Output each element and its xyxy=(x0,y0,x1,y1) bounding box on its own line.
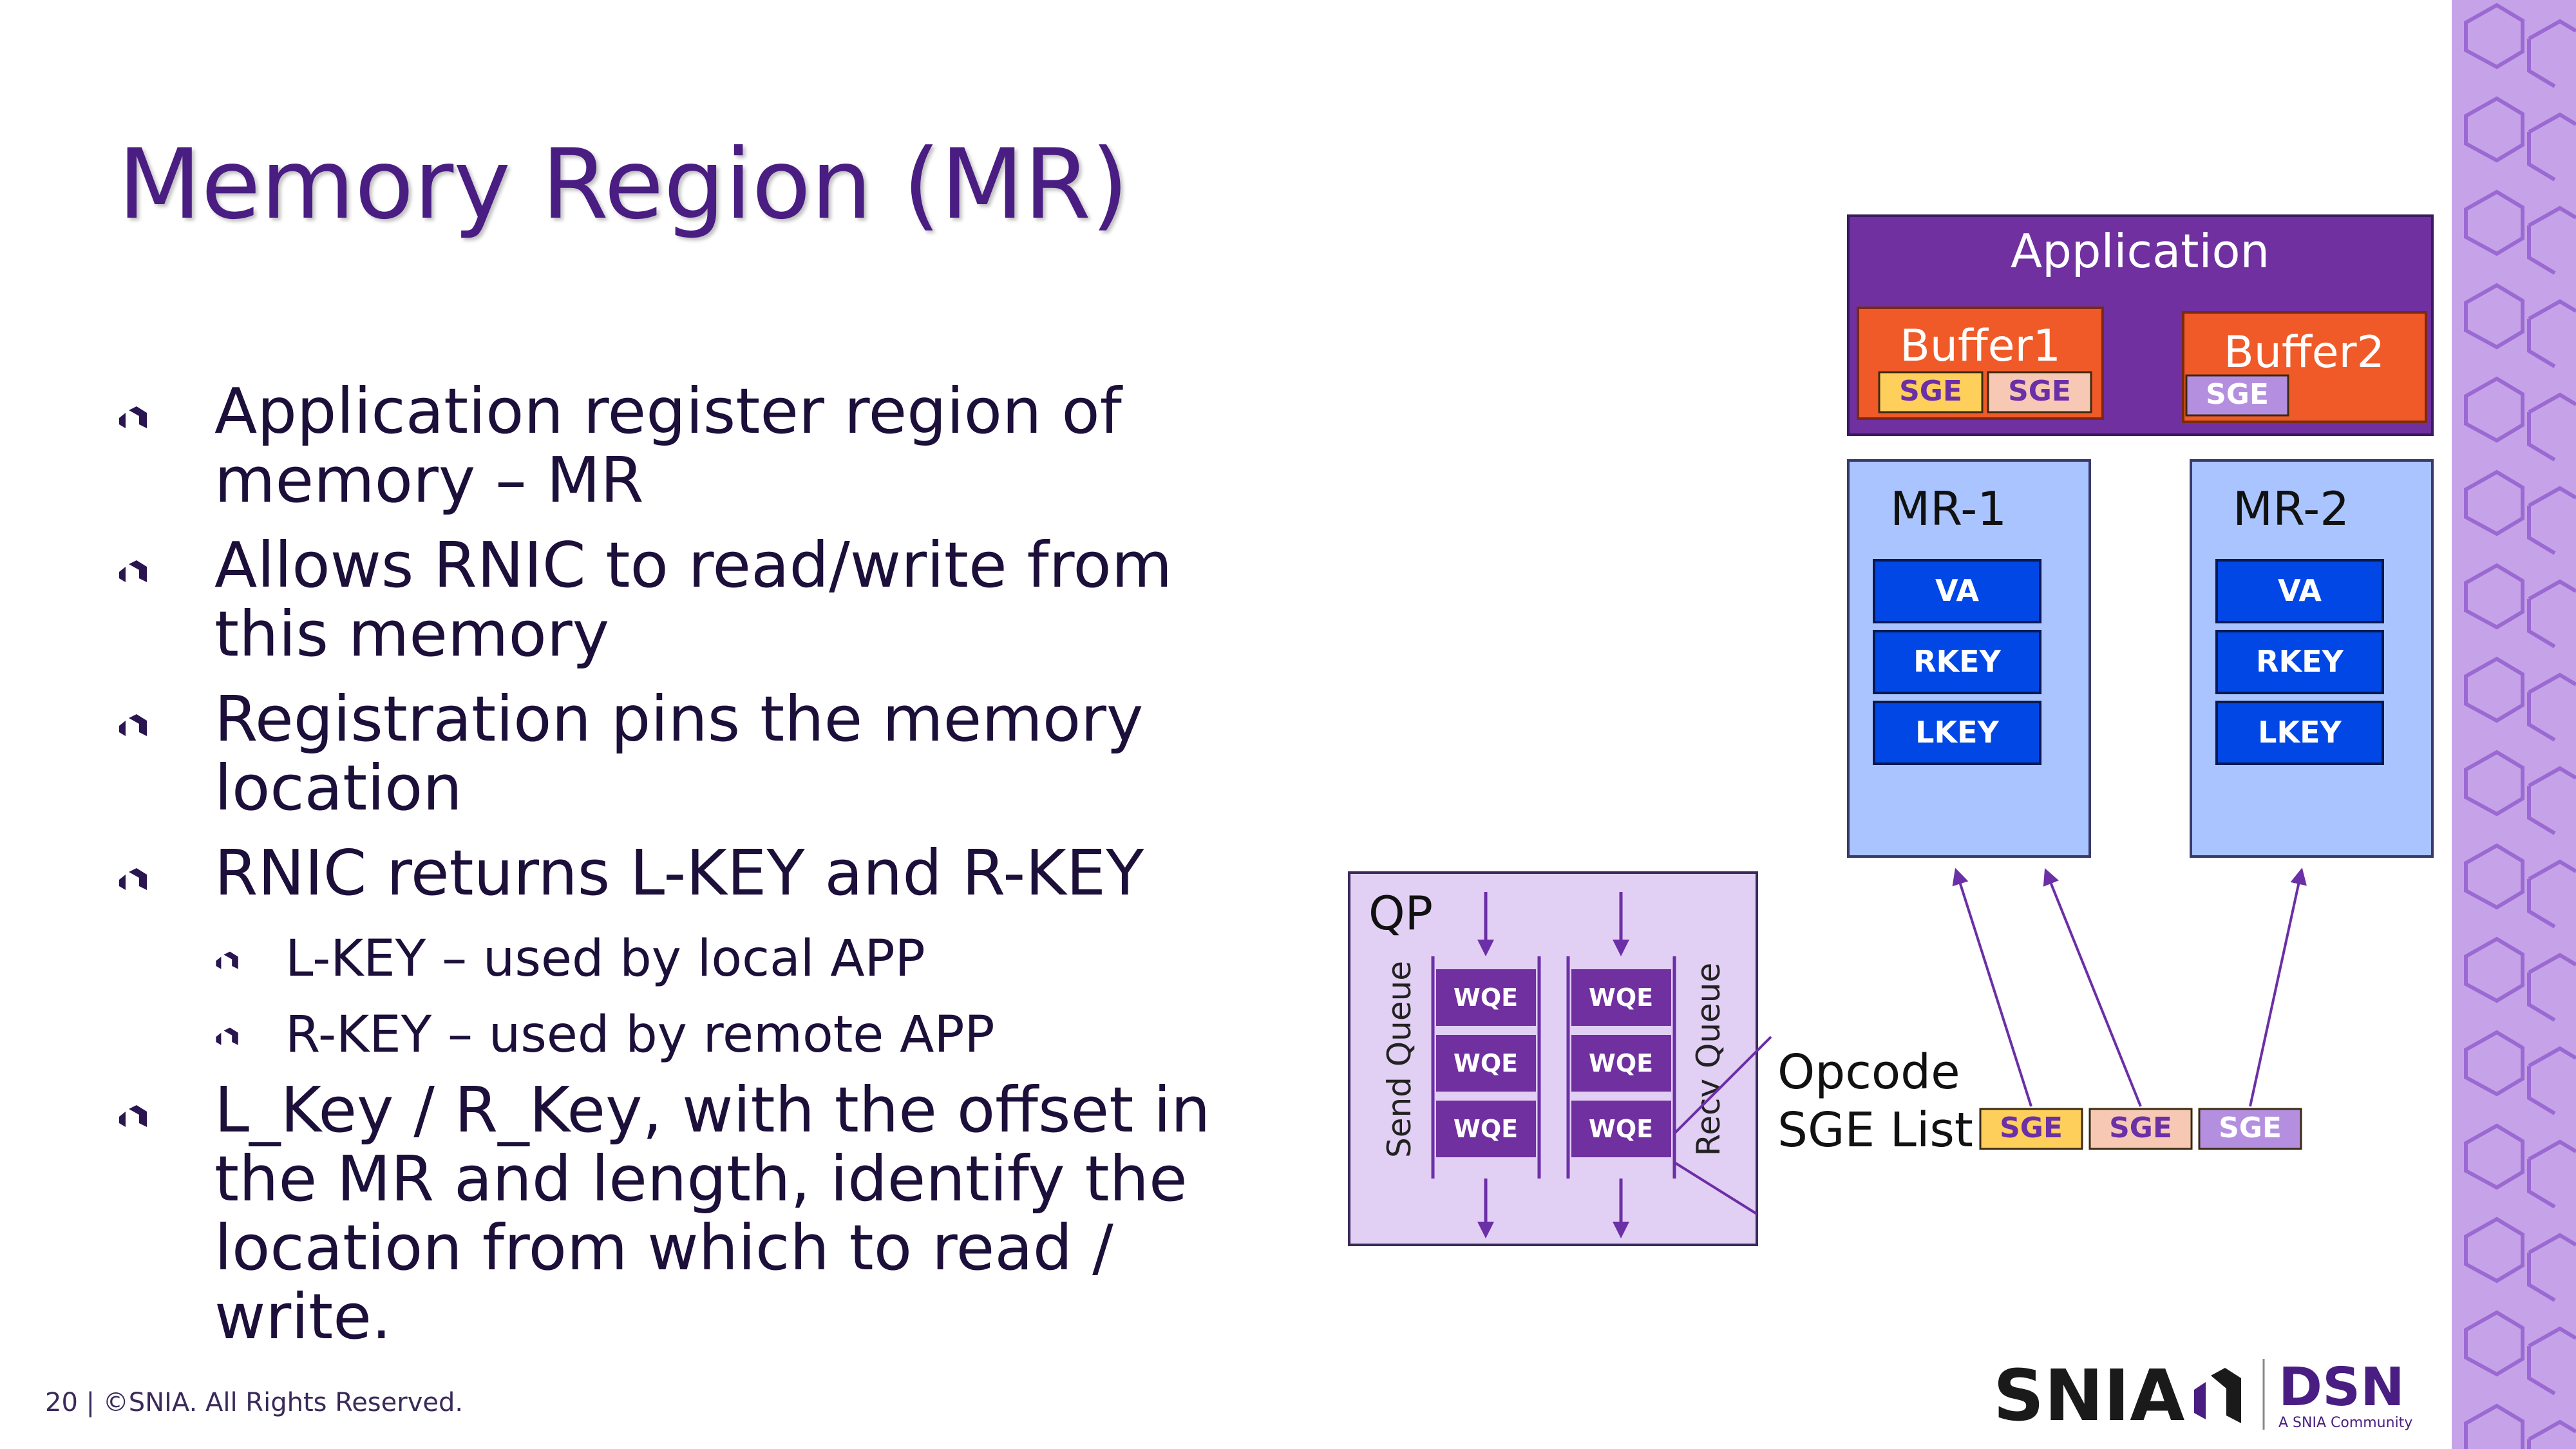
bullet-list: Application register region of memory – … xyxy=(116,377,1288,1367)
recv-queue-label: Recv Queue xyxy=(1690,963,1727,1157)
arrow xyxy=(2249,867,2307,1107)
sge-to-mr-arrows xyxy=(1952,867,2307,1107)
bullet-text: Registration pins the memory location xyxy=(214,683,1144,824)
bullet-item: Allows RNIC to read/write from this memo… xyxy=(116,531,1288,668)
wqe-label: WQE xyxy=(1589,983,1653,1012)
sge-box xyxy=(2088,1108,2193,1150)
sge-box xyxy=(2198,1108,2302,1150)
bullet-text: Application register region of memory – … xyxy=(214,375,1122,516)
footer-copyright: 20 | ©SNIA. All Rights Reserved. xyxy=(45,1388,464,1417)
mr-2-box: MR-2 VA RKEY LKEY xyxy=(2190,459,2434,858)
mr-label: MR-2 xyxy=(2233,482,2349,536)
bullet-marker-icon xyxy=(119,560,147,582)
mr-field-label: RKEY xyxy=(2256,644,2344,679)
bullet-text: L-KEY – used by local APP xyxy=(285,930,925,988)
bullet-item: Registration pins the memory location xyxy=(116,685,1288,822)
snia-wordmark: SNIA xyxy=(1993,1354,2184,1436)
qp-label: QP xyxy=(1368,886,1433,940)
bullet-item: Application register region of memory – … xyxy=(116,377,1288,515)
snia-dsn-logo: SNIA DSN A SNIA Community xyxy=(1993,1354,2412,1436)
sge-label: SGE xyxy=(1899,375,1962,408)
decorative-stripe xyxy=(2452,0,2576,1449)
mr-field-rkey xyxy=(2215,630,2384,694)
sge-box xyxy=(1878,371,1984,413)
mr-field-rkey xyxy=(1873,630,2041,694)
wqe-box xyxy=(1571,1101,1671,1157)
mr-field-label: VA xyxy=(2278,573,2322,608)
slide-title: Memory Region (MR) xyxy=(118,129,1129,241)
sge-box xyxy=(2185,374,2289,417)
sge-label: SGE xyxy=(2219,1112,2282,1144)
send-queue: WQE WQE WQE xyxy=(1431,892,1541,1238)
bullet-marker-icon xyxy=(119,714,147,736)
bullet-text: R-KEY – used by remote APP xyxy=(285,1006,995,1064)
wqe-box xyxy=(1436,969,1536,1026)
wqe-label: WQE xyxy=(1454,983,1518,1012)
wqe-box xyxy=(1571,969,1671,1026)
dsn-subtitle: A SNIA Community xyxy=(2278,1415,2412,1431)
sge-label: SGE xyxy=(2008,375,2071,408)
wqe-connector xyxy=(1673,1161,1758,1215)
mr-field-lkey xyxy=(1873,701,2041,765)
mr-1-box: MR-1 VA RKEY LKEY xyxy=(1847,459,2091,858)
mr-field-label: LKEY xyxy=(1915,715,1999,750)
bullet-text: RNIC returns L-KEY and R-KEY xyxy=(214,837,1144,909)
sub-bullet-item: L-KEY – used by local APP xyxy=(116,923,1288,994)
send-queue-label: Send Queue xyxy=(1381,961,1418,1158)
bullet-text: L_Key / R_Key, with the offset in the MR… xyxy=(214,1074,1211,1353)
mr-label: MR-1 xyxy=(1890,482,2007,536)
sge-box xyxy=(1979,1108,2083,1150)
mr-field-label: RKEY xyxy=(1913,644,2001,679)
wqe-label: WQE xyxy=(1454,1049,1518,1077)
qp-box: QP Send Queue Recv Queue WQE WQE WQE WQE… xyxy=(1348,871,1772,1246)
buffer-2: Buffer2 SGE xyxy=(2182,311,2427,423)
bullet-marker-icon xyxy=(119,868,147,890)
wqe-box xyxy=(1436,1035,1536,1092)
mr-field-label: LKEY xyxy=(2258,715,2342,750)
sge-label: SGE xyxy=(2109,1112,2172,1144)
wqe-box xyxy=(1571,1035,1671,1092)
wqe-label: WQE xyxy=(1589,1049,1653,1077)
application-label: Application xyxy=(2011,224,2269,278)
wqe-label: WQE xyxy=(1454,1115,1518,1143)
bullet-marker-icon xyxy=(216,951,238,969)
arrow xyxy=(2043,867,2142,1107)
sge-box xyxy=(1987,371,2092,413)
sge-label: SGE xyxy=(2000,1112,2063,1144)
mr-field-va xyxy=(2215,559,2384,623)
bullet-marker-icon xyxy=(216,1027,238,1045)
buffer-1: Buffer1 SGE SGE xyxy=(1857,307,2104,420)
bullet-marker-icon xyxy=(119,406,147,428)
wqe-label: WQE xyxy=(1589,1115,1653,1143)
recv-queue: WQE WQE WQE xyxy=(1566,892,1676,1238)
bullet-marker-icon xyxy=(119,1105,147,1127)
buffer-label: Buffer1 xyxy=(1900,321,2061,372)
mr-field-lkey xyxy=(2215,701,2384,765)
buffer-label: Buffer2 xyxy=(2224,327,2385,378)
sge-label: SGE xyxy=(2206,378,2269,411)
wqe-connector xyxy=(1673,1036,1772,1135)
opcode-sge-list: Opcode SGE List SGE SGE SGE xyxy=(1777,1045,2302,1158)
bullet-text: Allows RNIC to read/write from this memo… xyxy=(214,529,1173,670)
snia-mark-icon xyxy=(2194,1368,2241,1423)
wqe-box xyxy=(1436,1101,1536,1157)
mr-field-va xyxy=(1873,559,2041,623)
arrow xyxy=(1952,867,2032,1107)
bullet-item: RNIC returns L-KEY and R-KEY xyxy=(116,838,1288,907)
opcode-label: Opcode xyxy=(1777,1045,1960,1100)
mr-field-label: VA xyxy=(1935,573,1979,608)
dsn-wordmark: DSN xyxy=(2278,1357,2405,1418)
sge-list-label: SGE List xyxy=(1777,1103,1973,1158)
bullet-item: L_Key / R_Key, with the offset in the MR… xyxy=(116,1075,1288,1351)
sub-bullet-item: R-KEY – used by remote APP xyxy=(116,999,1288,1070)
